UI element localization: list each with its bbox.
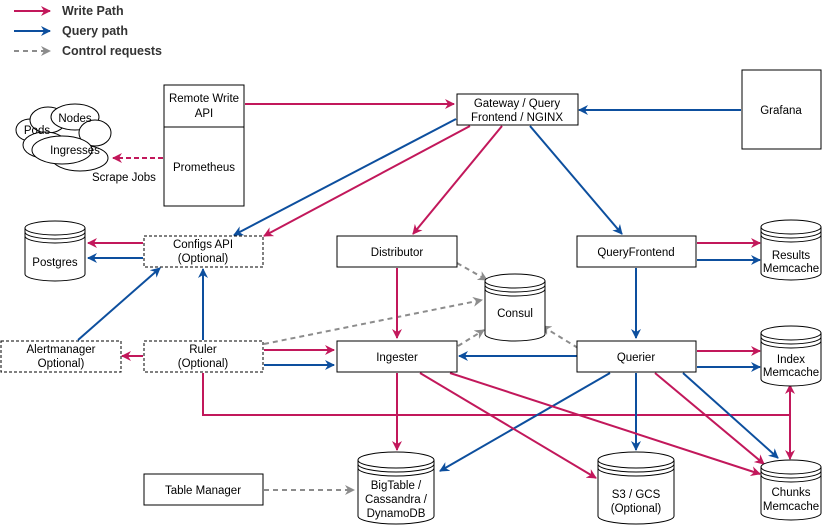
queryfrontend-label: QueryFrontend (597, 247, 674, 259)
ruler-node[interactable]: Ruler (Optional) (143, 340, 264, 373)
edges (77, 99, 795, 495)
ruler-label-1: Ruler (189, 344, 217, 356)
postgres-label: Postgres (32, 257, 78, 269)
cloud-nodes-label: Nodes (58, 113, 91, 125)
consul-label: Consul (497, 308, 533, 320)
querier-label: Querier (617, 352, 656, 364)
edge-ruler-memcache (202, 373, 795, 416)
gateway-label-2: Frontend / NGINX (471, 112, 563, 124)
alertmanager-node[interactable]: Alertmanager Optional) (0, 340, 122, 373)
querier-node[interactable]: Querier (576, 340, 697, 373)
edge-gateway-queryfrontend (529, 125, 623, 235)
bigtable-label-1: BigTable / (371, 480, 422, 492)
s3-label-2: (Optional) (611, 503, 662, 515)
bigtable-label-2: Cassandra / (365, 494, 428, 506)
index-memcache-db[interactable]: Index Memcache (760, 325, 822, 387)
grafana-label: Grafana (760, 105, 802, 117)
remote-write-label-1: Remote Write (169, 93, 239, 105)
s3-gcs-db[interactable]: S3 / GCS (Optional) (597, 451, 675, 525)
scrape-jobs-label: Scrape Jobs (92, 172, 156, 184)
ingester-node[interactable]: Ingester (336, 340, 458, 373)
edge-ingester-consul (457, 329, 485, 347)
configs-api-label-1: Configs API (173, 239, 233, 251)
configs-api-node[interactable]: Configs API (Optional) (143, 235, 264, 268)
configs-api-label-2: (Optional) (178, 253, 229, 265)
cloud-icon: Nodes Pods Ingresses (15, 103, 112, 172)
alertmanager-label-1: Alertmanager (26, 344, 95, 356)
index-memcache-label-2: Memcache (763, 367, 819, 379)
edge-ingester-chunks (449, 372, 761, 476)
chunks-memcache-label-1: Chunks (772, 487, 811, 499)
alertmanager-label-2: Optional) (38, 358, 85, 370)
ruler-label-2: (Optional) (178, 358, 229, 370)
edge-gateway-distributor (412, 125, 503, 235)
edge-querier-bigtable (439, 372, 611, 472)
bigtable-db[interactable]: BigTable / Cassandra / DynamoDB (357, 451, 435, 525)
edge-querier-chunks-write (654, 372, 765, 465)
results-memcache-label-2: Memcache (763, 263, 819, 275)
distributor-node[interactable]: Distributor (336, 235, 458, 268)
postgres-db[interactable]: Postgres (24, 220, 86, 282)
legend: Write Path Query path Control requests (14, 4, 162, 58)
cloud-pods-label: Pods (24, 125, 50, 137)
gateway-label-1: Gateway / Query (474, 98, 561, 110)
bigtable-label-3: DynamoDB (367, 508, 426, 520)
prometheus-label: Prometheus (173, 162, 235, 174)
edge-gateway-configs-query (233, 118, 457, 236)
chunks-memcache-db[interactable]: Chunks Memcache (760, 459, 822, 521)
edge-ruler-consul (263, 296, 483, 345)
edge-gateway-configs-write (263, 125, 471, 237)
s3-label-1: S3 / GCS (612, 489, 661, 501)
cloud-ingresses-label: Ingresses (50, 145, 100, 157)
queryfrontend-node[interactable]: QueryFrontend (576, 235, 697, 268)
table-manager-node[interactable]: Table Manager (143, 473, 264, 506)
legend-query-label: Query path (62, 24, 128, 38)
results-memcache-db[interactable]: Results Memcache (760, 219, 822, 281)
results-memcache-label-1: Results (772, 250, 811, 262)
remote-write-label-2: API (195, 108, 214, 120)
grafana-node[interactable]: Grafana (741, 69, 822, 150)
edge-querier-chunks-query (682, 372, 779, 459)
ingester-label: Ingester (376, 352, 418, 364)
edge-querier-consul (541, 325, 579, 349)
distributor-label: Distributor (371, 247, 424, 259)
legend-write-label: Write Path (62, 4, 124, 18)
gateway-node[interactable]: Gateway / Query Frontend / NGINX (456, 93, 579, 126)
table-manager-label: Table Manager (165, 485, 241, 497)
prometheus-node[interactable]: Remote Write API Prometheus (163, 84, 245, 207)
chunks-memcache-label-2: Memcache (763, 501, 819, 513)
index-memcache-label-1: Index (777, 354, 805, 366)
legend-control-label: Control requests (62, 44, 162, 58)
edge-alertmanager-configs (77, 267, 161, 341)
edge-ingester-s3 (419, 372, 597, 479)
consul-db[interactable]: Consul (484, 273, 546, 342)
edge-distributor-consul (456, 262, 488, 281)
